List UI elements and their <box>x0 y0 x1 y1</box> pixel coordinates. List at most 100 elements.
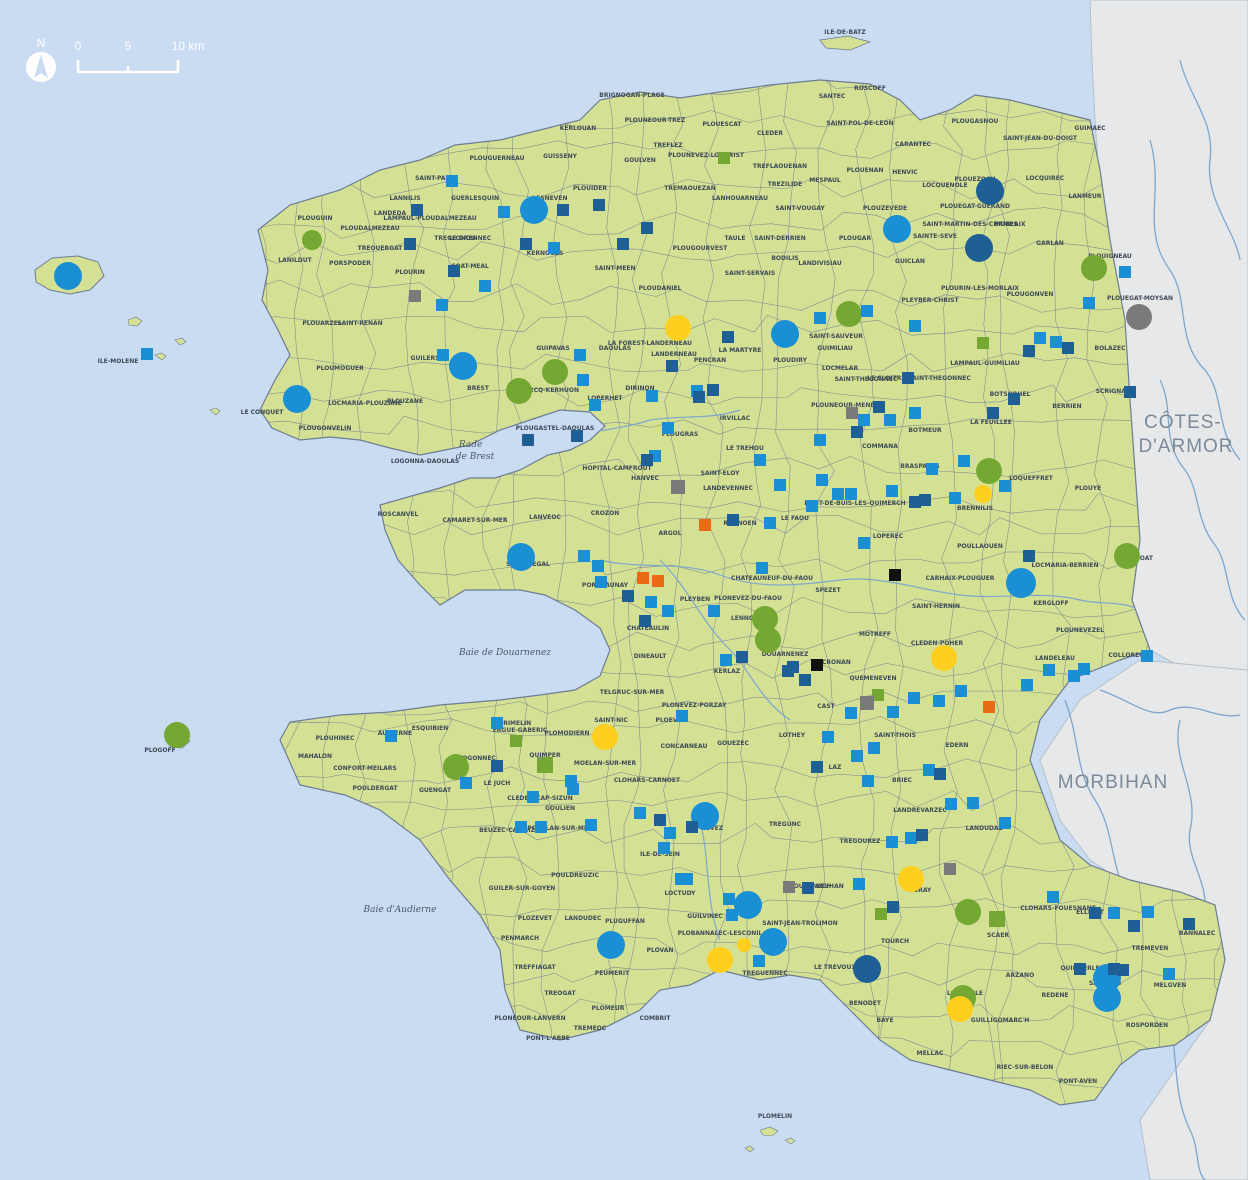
commune-label: PLOUNEVEZ-LOCHRIST <box>668 152 745 159</box>
green-circle-marker <box>506 378 532 404</box>
commune-label: TREFLAOUENAN <box>753 163 807 170</box>
commune-label: COLLOREC <box>1108 652 1144 659</box>
commune-label: LANDEVENNEC <box>703 485 753 492</box>
north-arrow-pointer <box>34 55 48 78</box>
light-blue-square-marker <box>645 596 657 608</box>
commune-label: CHATEAUNEUF-DU-FAOU <box>731 575 813 582</box>
light-blue-square-marker <box>574 349 586 361</box>
light-blue-square-marker <box>754 454 766 466</box>
black-square-marker <box>811 659 823 671</box>
commune-label: PONT-AVEN <box>1059 1078 1097 1085</box>
yellow-circle-marker <box>737 938 751 952</box>
commune-label: TREGLONOU <box>434 235 476 242</box>
light-blue-square-marker <box>926 463 938 475</box>
scale-bar: N 0 5 10 km <box>26 36 204 82</box>
dark-blue-square-marker <box>1074 963 1086 975</box>
commune-label: TAULE <box>725 235 746 242</box>
dark-blue-square-marker <box>909 496 921 508</box>
dark-blue-square-marker <box>1183 918 1195 930</box>
commune-label: GUILVINEC <box>687 913 723 920</box>
commune-label: CLEDEN-CAP-SIZUN <box>507 795 573 802</box>
commune-label: CARHAIX-PLOUGUER <box>926 575 995 582</box>
commune-label: TREMAOUEZAN <box>664 185 716 192</box>
dark-blue-square-marker <box>693 391 705 403</box>
light-blue-square-marker <box>868 742 880 754</box>
light-blue-circle-marker <box>597 931 625 959</box>
commune-label: GUICLAN <box>895 258 925 265</box>
dark-blue-square-marker <box>411 204 423 216</box>
commune-label: TREFLEZ <box>653 142 683 149</box>
dark-blue-square-marker <box>1008 393 1020 405</box>
commune-label: CLEDER <box>757 130 783 137</box>
green-square-marker <box>718 152 730 164</box>
light-blue-square-marker <box>886 836 898 848</box>
commune-label: BANNALEC <box>1179 930 1216 937</box>
commune-label: PLOEVEN <box>656 717 687 724</box>
commune-label: PONT-L'ABBE <box>526 1035 570 1042</box>
dark-blue-square-marker <box>851 426 863 438</box>
light-blue-square-marker <box>832 488 844 500</box>
commune-label: CROZON <box>591 510 620 517</box>
commune-label: SAINT-SERVAIS <box>725 270 775 277</box>
commune-label: BODILIS <box>771 255 798 262</box>
dark-blue-square-marker <box>934 768 946 780</box>
region-label-cotes-darmor: CÔTES- D'ARMOR <box>1138 411 1233 457</box>
commune-label: ROSNOEN <box>723 520 756 527</box>
light-blue-square-marker <box>708 605 720 617</box>
commune-label: PLOUGRAS <box>662 431 699 438</box>
dark-blue-square-marker <box>593 199 605 211</box>
light-blue-square-marker <box>498 206 510 218</box>
commune-label: DAOULAS <box>599 345 631 352</box>
orange-square-marker <box>983 701 995 713</box>
commune-label: BRENNILIS <box>957 505 993 512</box>
commune-label: BEUZEC-CAP-SIZUN <box>479 827 545 834</box>
light-blue-square-marker <box>909 320 921 332</box>
dark-blue-square-marker <box>902 372 914 384</box>
commune-label: CORAY <box>909 887 932 894</box>
commune-label: LANNILIS <box>389 195 420 202</box>
commune-label: SCRIGNAC <box>1096 388 1131 395</box>
commune-label: PLOUYE <box>1075 485 1101 492</box>
commune-label: LANVEOC <box>529 514 561 521</box>
dark-blue-square-marker <box>727 514 739 526</box>
commune-label: LENNON <box>731 615 759 622</box>
sea-label-douarnenez: Baie de Douarnenez <box>458 648 551 658</box>
commune-label: LE JUCH <box>484 780 511 787</box>
commune-label: CONFORT-MEILARS <box>333 765 397 772</box>
dark-blue-square-marker <box>686 821 698 833</box>
light-blue-square-marker <box>753 955 765 967</box>
yellow-circle-marker <box>592 724 618 750</box>
commune-label: CLEDEN-POHER <box>911 640 964 647</box>
commune-label: PLOZEVET <box>518 915 553 922</box>
sea-label-rade: Rade de Brest <box>456 440 495 462</box>
commune-label: LOCQUENOLE <box>922 182 967 189</box>
light-blue-square-marker <box>446 175 458 187</box>
dark-blue-square-marker <box>1023 345 1035 357</box>
commune-label: MOTREFF <box>859 631 891 638</box>
small-islets <box>127 316 796 1153</box>
light-blue-square-marker <box>141 348 153 360</box>
green-circle-marker <box>443 754 469 780</box>
commune-label: BERRIEN <box>1052 403 1081 410</box>
light-blue-square-marker <box>967 797 979 809</box>
light-blue-square-marker <box>676 710 688 722</box>
commune-boundary <box>879 80 908 1105</box>
commune-label: HOPITAL-CAMFROUT <box>582 465 652 472</box>
light-blue-square-marker <box>858 414 870 426</box>
scale-line <box>76 60 180 74</box>
commune-label: PLOUDANIEL <box>639 285 682 292</box>
commune-label: LOCRONAN <box>813 659 851 666</box>
dark-blue-circle-marker <box>976 177 1004 205</box>
green-square-marker <box>875 908 887 920</box>
commune-label: SAINT-ELOY <box>701 470 741 477</box>
green-circle-marker <box>755 627 781 653</box>
commune-label: PLOUENAN <box>847 167 884 174</box>
green-circle-marker <box>752 606 778 632</box>
commune-label: CLOHARS-FOUESNANT <box>1020 905 1096 912</box>
dark-blue-square-marker <box>722 331 734 343</box>
light-blue-square-marker <box>806 500 818 512</box>
commune-label: GOULIEN <box>545 805 575 812</box>
dark-blue-square-marker <box>654 814 666 826</box>
commune-label: BRASPARTS <box>900 463 939 470</box>
commune-label: LE DRENNEC <box>449 235 492 242</box>
